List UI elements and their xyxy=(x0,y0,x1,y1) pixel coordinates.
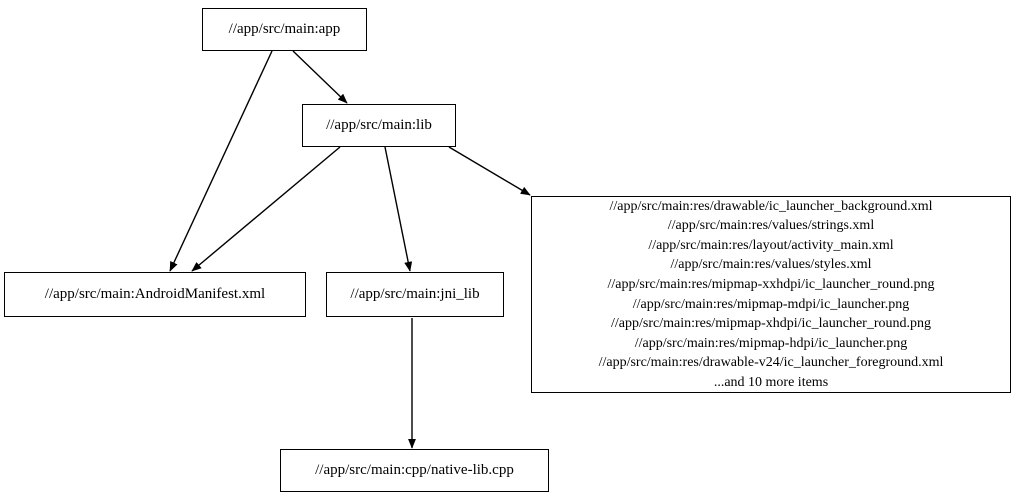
graph-node-lib-label: //app/src/main:lib xyxy=(326,116,432,133)
graph-edge-lib-to-jni_lib xyxy=(384,146,413,272)
graph-node-native-lib-cpp[interactable]: //app/src/main:cpp/native-lib.cpp xyxy=(280,449,549,492)
graph-node-app-label: //app/src/main:app xyxy=(228,20,341,37)
graph-node-resources[interactable]: //app/src/main:res/drawable/ic_launcher_… xyxy=(531,196,1011,393)
graph-edge-lib-to-manifest xyxy=(191,146,341,272)
graph-node-android-manifest[interactable]: //app/src/main:AndroidManifest.xml xyxy=(4,272,306,317)
graph-node-lib[interactable]: //app/src/main:lib xyxy=(302,104,456,147)
graph-edge-app-to-lib xyxy=(292,50,348,104)
graph-node-resources-label: //app/src/main:res/drawable/ic_launcher_… xyxy=(598,198,944,390)
graph-edge-app-to-manifest xyxy=(169,50,273,272)
graph-node-native-lib-cpp-label: //app/src/main:cpp/native-lib.cpp xyxy=(315,461,514,478)
graph-node-jni-lib-label: //app/src/main:jni_lib xyxy=(350,285,480,302)
graph-edge-lib-to-resources xyxy=(448,146,531,196)
graph-node-app[interactable]: //app/src/main:app xyxy=(202,8,367,51)
graph-node-jni-lib[interactable]: //app/src/main:jni_lib xyxy=(326,272,504,317)
graph-node-android-manifest-label: //app/src/main:AndroidManifest.xml xyxy=(44,285,266,302)
